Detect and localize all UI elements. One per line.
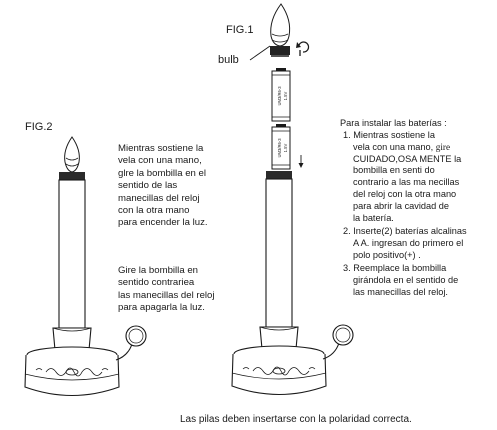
fig1-label: FIG.1 <box>226 24 254 36</box>
step-3-number: 3. <box>343 263 351 273</box>
battery-2-model: UM3/R6-3 <box>277 138 282 158</box>
fig2-label: FIG.2 <box>25 121 53 133</box>
bulb-label: bulb <box>218 54 239 66</box>
step-2: 2. Inserte(2) baterías alcalinas A A. in… <box>343 226 467 260</box>
step-1-number: 1. <box>343 130 351 140</box>
candle-fig1 <box>231 170 354 396</box>
flame-fig2 <box>64 136 80 173</box>
battery-install-heading: Para instalar las baterías : <box>340 118 447 128</box>
step-3: 3. Reemplace la bombilla girándola en el… <box>343 263 459 297</box>
bulb-leader-line <box>249 45 271 61</box>
battery-1 <box>271 68 291 122</box>
polarity-note: Las pilas deben insertarse con la polari… <box>180 414 412 425</box>
step-1: 1. Mientras sostiene la vela con una man… <box>343 130 462 223</box>
battery-2 <box>271 124 291 170</box>
battery-1-voltage: 1.5V <box>283 91 288 100</box>
insert-down-arrow-icon <box>298 155 304 168</box>
light-off-instructions: Gire la bombilla en sentido contrariea l… <box>118 265 215 314</box>
light-on-instructions: Mientras sostiene la vela con una mano, … <box>118 143 208 229</box>
rotate-counterclockwise-icon <box>296 41 310 56</box>
step-2-number: 2. <box>343 226 351 236</box>
battery-1-model: UM3/R6-3 <box>277 86 282 106</box>
bulb-fig1 <box>270 3 291 57</box>
battery-2-voltage: 1.5V <box>283 143 288 152</box>
